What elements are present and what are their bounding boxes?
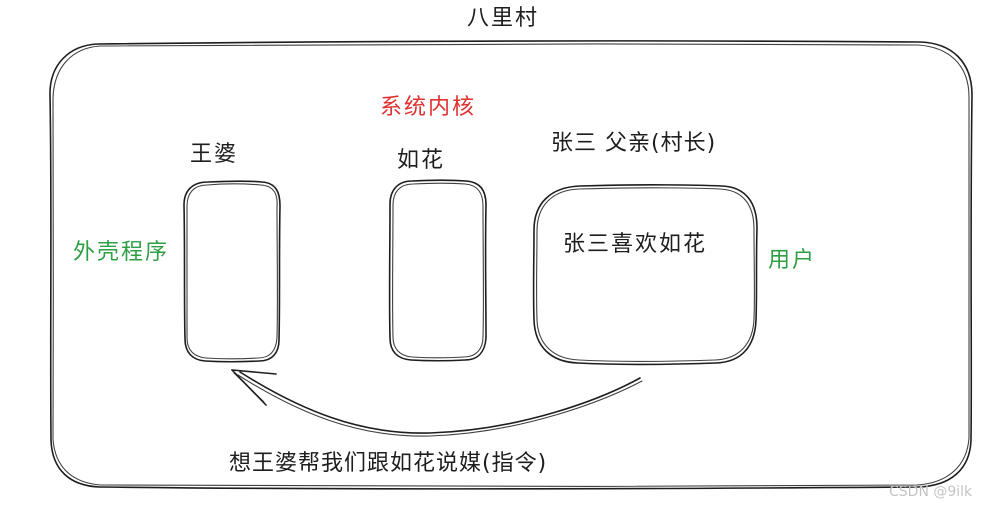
watermark: CSDN @9ilk <box>889 484 973 500</box>
user-label: 用户 <box>768 248 817 273</box>
arrow-label: 想王婆帮我们跟如花说媒(指令) <box>229 451 548 476</box>
ruhua-box <box>388 179 487 362</box>
zhangsan-text: 张三喜欢如花 <box>563 232 708 257</box>
shell-label: 外壳程序 <box>73 240 170 265</box>
ruhua-label: 如花 <box>397 148 446 173</box>
kernel-label: 系统内核 <box>380 95 477 120</box>
village-title: 八里村 <box>467 6 540 31</box>
zhangsan-box <box>532 184 758 366</box>
village-boundary <box>49 40 973 490</box>
wangpo-label: 王婆 <box>190 142 239 167</box>
command-arrow <box>231 369 643 437</box>
zhangsan-father-label: 张三 父亲(村长) <box>551 131 717 156</box>
wangpo-box <box>183 180 281 363</box>
